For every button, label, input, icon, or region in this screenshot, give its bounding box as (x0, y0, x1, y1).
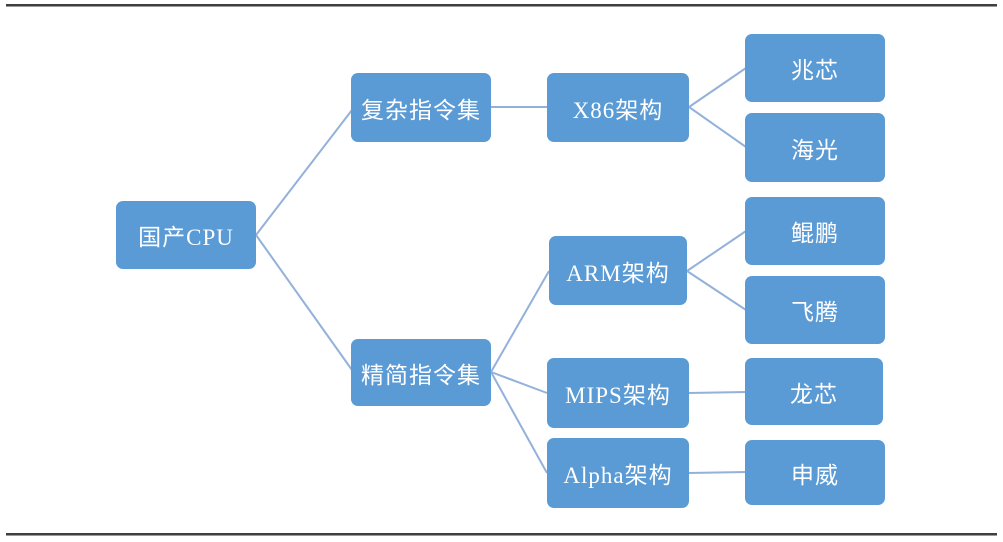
node-cisc: 复杂指令集 (351, 73, 491, 142)
node-zhaoxin: 兆芯 (745, 34, 885, 102)
node-sunway: 申威 (745, 440, 885, 505)
node-x86: X86架构 (547, 73, 689, 142)
connector-root-risc (255, 234, 353, 371)
connector-arm-phytium (686, 270, 747, 311)
connector-alpha-sunway (688, 471, 747, 474)
connector-arm-kunpeng (686, 230, 747, 272)
node-mips: MIPS架构 (547, 358, 689, 428)
connector-x86-zhaoxin (688, 67, 747, 108)
node-kunpeng: 鲲鹏 (745, 197, 885, 265)
node-risc: 精简指令集 (351, 339, 491, 406)
connector-x86-hygon (688, 106, 747, 148)
connector-root-cisc (255, 109, 353, 236)
node-root-guochan-cpu: 国产CPU (116, 201, 256, 269)
connector-risc-mips (490, 371, 548, 394)
node-alpha: Alpha架构 (547, 438, 689, 508)
node-phytium: 飞腾 (745, 276, 885, 344)
bottom-rule-line (6, 533, 997, 536)
connector-risc-alpha (490, 371, 548, 474)
top-rule-line (6, 4, 997, 7)
connector-risc-arm (490, 270, 550, 373)
node-hygon: 海光 (745, 113, 885, 182)
node-loongson: 龙芯 (745, 358, 883, 425)
connector-mips-loongson (688, 391, 747, 394)
node-arm: ARM架构 (549, 236, 687, 305)
